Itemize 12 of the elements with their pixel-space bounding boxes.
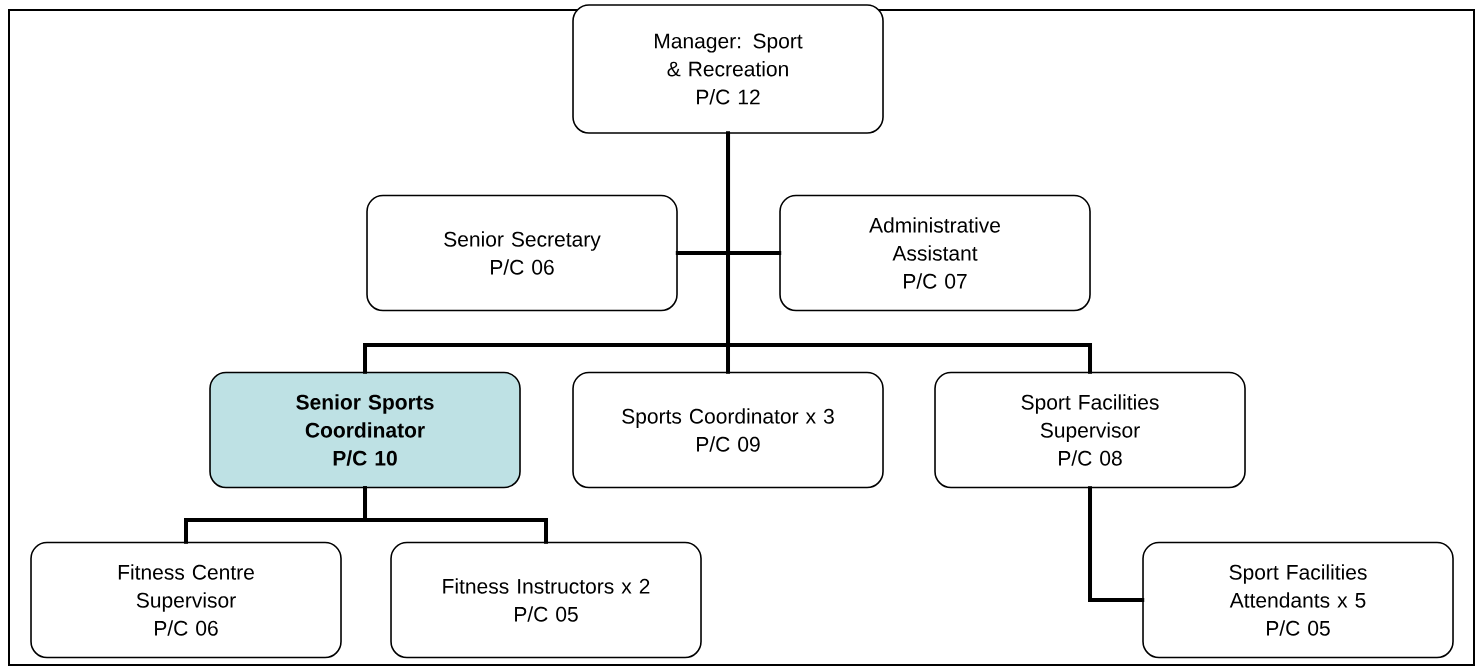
connector-line — [1088, 486, 1145, 602]
connector-line — [363, 486, 548, 544]
highlighted-role-box: Senior Sports Coordinator P/C 10 — [209, 371, 521, 489]
role-box: Administrative Assistant P/C 07 — [779, 194, 1091, 312]
role-box: Sport Facilities Attendants x 5 P/C 05 — [1142, 541, 1454, 659]
role-box: Fitness Centre Supervisor P/C 06 — [30, 541, 342, 659]
role-box: Senior Secretary P/C 06 — [366, 194, 678, 312]
role-box: Sport Facilities Supervisor P/C 08 — [934, 371, 1246, 489]
connector-line — [726, 131, 1092, 374]
role-box: Manager: Sport & Recreation P/C 12 — [572, 4, 884, 134]
role-box: Sports Coordinator x 3 P/C 09 — [572, 371, 884, 489]
role-box: Fitness Instructors x 2 P/C 05 — [390, 541, 702, 659]
